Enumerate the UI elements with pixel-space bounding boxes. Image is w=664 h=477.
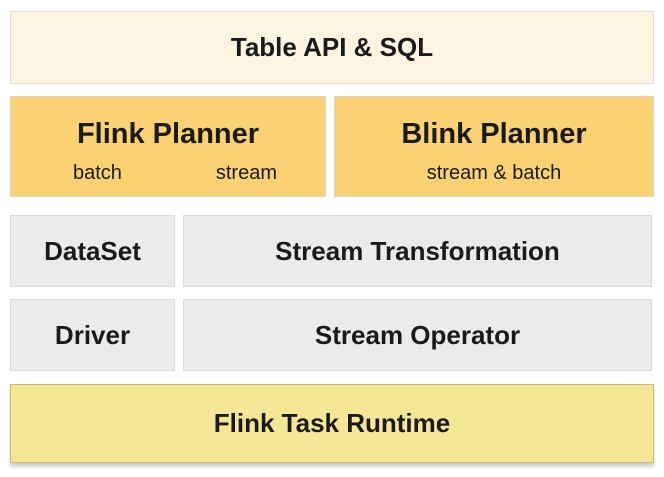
blink-planner-title: Blink Planner: [401, 118, 587, 150]
stream-operator-box: Stream Operator: [183, 299, 652, 371]
flink-planner-modes: batch stream: [11, 160, 325, 186]
flink-planner-stream-label: stream: [215, 162, 277, 184]
flink-planner-box: Flink Planner batch stream: [10, 96, 326, 197]
dataset-box: DataSet: [10, 215, 175, 287]
driver-label: Driver: [54, 319, 131, 350]
flink-planner-title: Flink Planner: [76, 118, 260, 150]
blink-planner-box: Blink Planner stream & batch: [334, 96, 654, 197]
stream-operator-label: Stream Operator: [314, 319, 521, 350]
flink-task-runtime-box: Flink Task Runtime: [10, 384, 654, 463]
dataset-label: DataSet: [44, 235, 141, 266]
stream-transformation-label: Stream Transformation: [275, 235, 560, 266]
stream-transformation-box: Stream Transformation: [183, 215, 652, 287]
driver-box: Driver: [10, 299, 175, 371]
flink-task-runtime-label: Flink Task Runtime: [213, 408, 451, 438]
blink-planner-modes: stream & batch: [335, 160, 653, 186]
table-api-sql-label: Table API & SQL: [230, 32, 434, 62]
blink-planner-stream-batch-label: stream & batch: [426, 162, 562, 184]
flink-planner-batch-label: batch: [73, 162, 122, 184]
table-api-sql-box: Table API & SQL: [10, 11, 654, 84]
